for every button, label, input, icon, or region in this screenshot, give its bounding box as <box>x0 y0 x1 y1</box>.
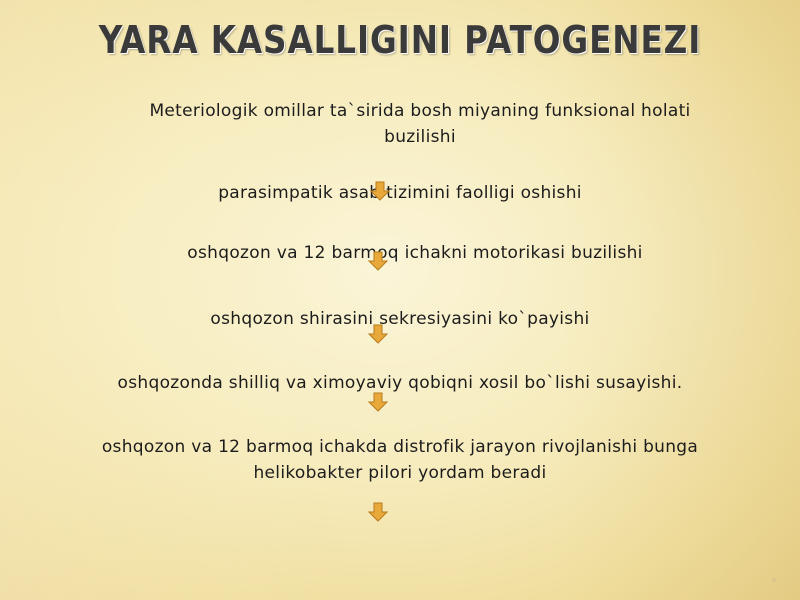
pathogenesis-step-4: oshqozon shirasini sekresiyasini ko`payi… <box>210 309 590 329</box>
down-arrow-icon <box>368 324 388 344</box>
down-arrow-icon <box>368 502 388 522</box>
step-6-line-2: helikobakter pilori yordam beradi <box>253 463 547 483</box>
pathogenesis-step-6: oshqozon va 12 barmoq ichakda distrofik … <box>0 434 800 486</box>
step-6-line-1: oshqozon va 12 barmoq ichakda distrofik … <box>101 437 699 457</box>
slide-title: YARA KASALLIGINI PATOGENEZI <box>98 18 702 62</box>
page-indicator-dot <box>772 578 776 582</box>
pathogenesis-step-5: oshqozonda shilliq va ximoyaviy qobiqni … <box>117 373 683 393</box>
step-1-line-2: buzilishi <box>384 127 456 147</box>
down-arrow-icon <box>368 392 388 412</box>
down-arrow-icon <box>370 181 390 201</box>
pathogenesis-step-1: Meteriologik omillar ta`sirida bosh miya… <box>0 98 800 150</box>
pathogenesis-step-3: oshqozon va 12 barmoq ichakni motorikasi… <box>187 243 643 263</box>
down-arrow-icon <box>368 251 388 271</box>
pathogenesis-step-2: parasimpatik asab tizimini faolligi oshi… <box>218 183 582 203</box>
step-1-line-1: Meteriologik omillar ta`sirida bosh miya… <box>149 101 691 121</box>
